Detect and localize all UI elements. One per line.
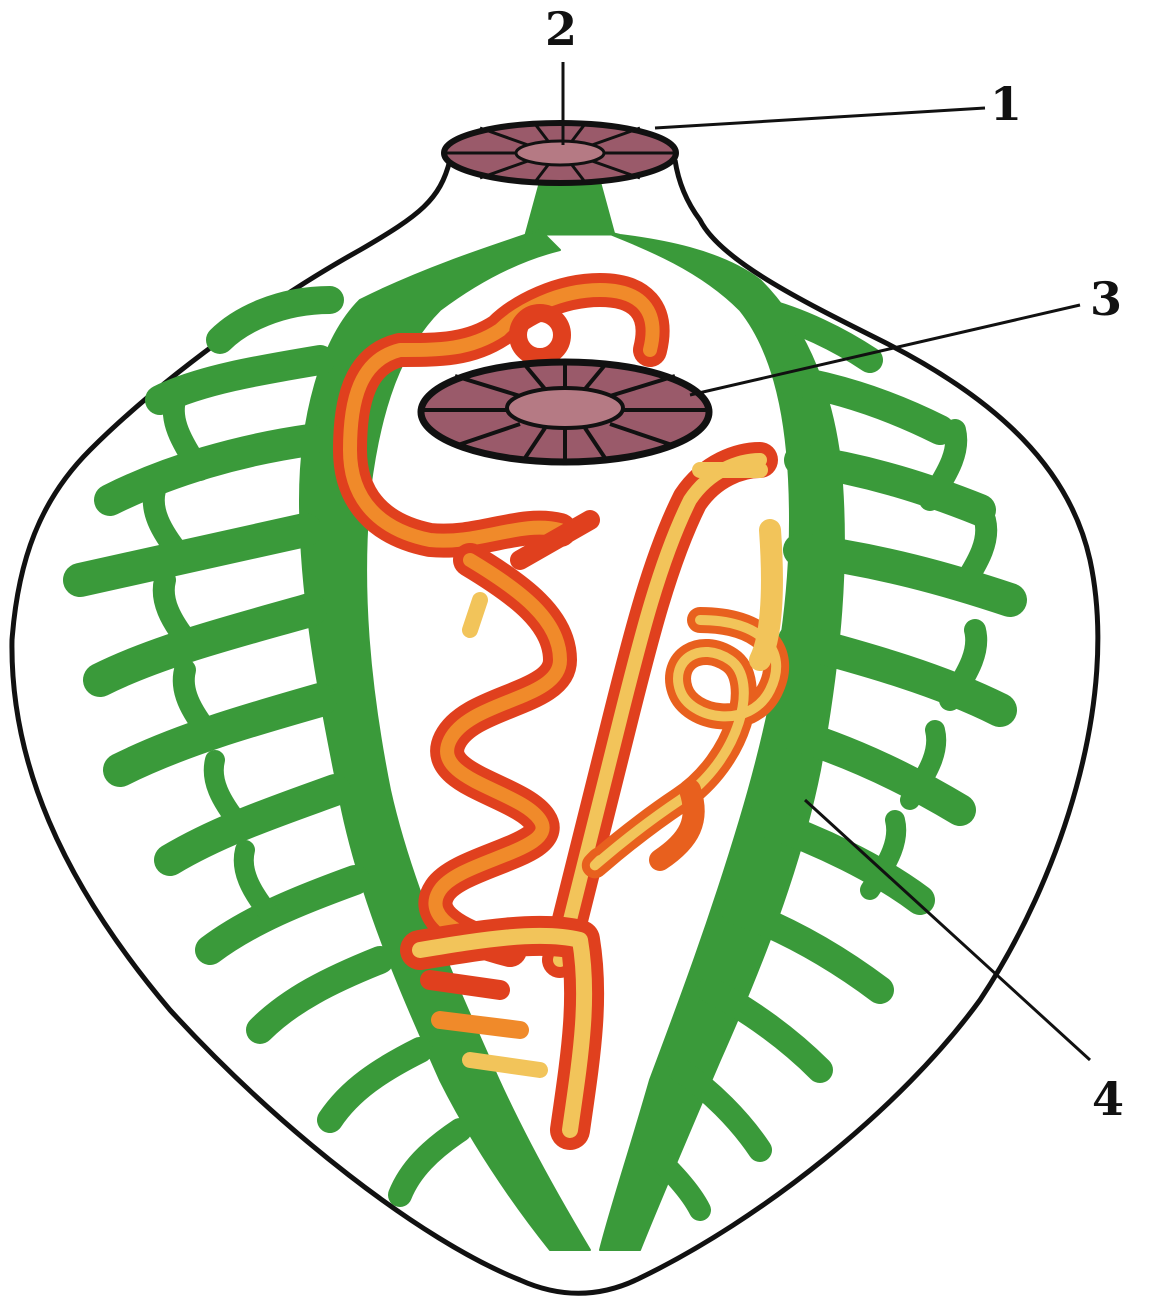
ventral-sucker bbox=[421, 362, 709, 462]
leader-line-4 bbox=[805, 800, 1090, 1060]
callout-label-2: 2 bbox=[545, 2, 577, 56]
leader-line-1 bbox=[655, 108, 985, 128]
lateral-canals bbox=[80, 180, 1010, 1250]
callout-label-4: 4 bbox=[1092, 1072, 1124, 1126]
callout-label-1: 1 bbox=[990, 77, 1022, 131]
callout-label-3: 3 bbox=[1090, 272, 1122, 326]
oral-sucker bbox=[444, 123, 676, 183]
